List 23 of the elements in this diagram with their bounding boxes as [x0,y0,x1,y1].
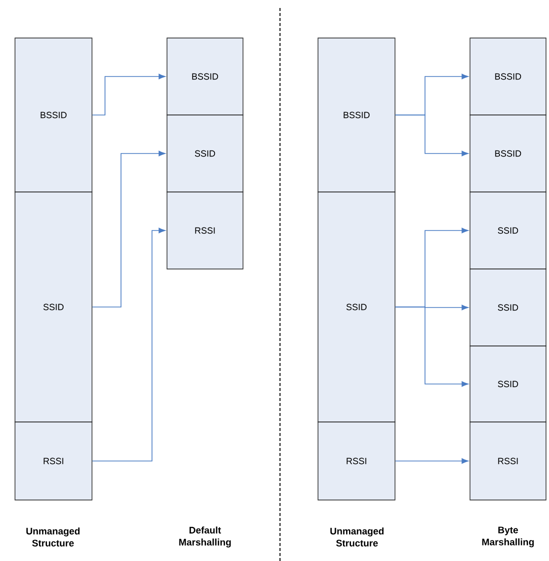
arrow [92,228,166,462]
field-box: BSSID [470,114,546,192]
field-box: RSSI [318,422,396,500]
field-box: SSID [166,114,244,192]
field-box: RSSI [470,422,546,500]
field-box: SSID [470,268,546,346]
arrow [394,306,468,387]
column-caption: Unmanaged Structure [330,528,384,546]
arrow [394,114,468,156]
arrow [92,74,166,116]
field-box: SSID [470,192,546,270]
column-caption: Default Marshalling [179,526,231,548]
column-caption: Unmanaged Structure [26,528,80,546]
field-box: SSID [470,346,546,422]
field-box: RSSI [166,192,244,270]
arrow [92,150,166,308]
field-box: BSSID [318,38,396,192]
arrow [394,458,468,464]
field-box: BSSID [14,38,92,192]
field-box: RSSI [14,422,92,500]
field-box: BSSID [470,38,546,116]
column-caption: Byte Marshalling [482,526,534,548]
field-box: BSSID [166,38,244,116]
